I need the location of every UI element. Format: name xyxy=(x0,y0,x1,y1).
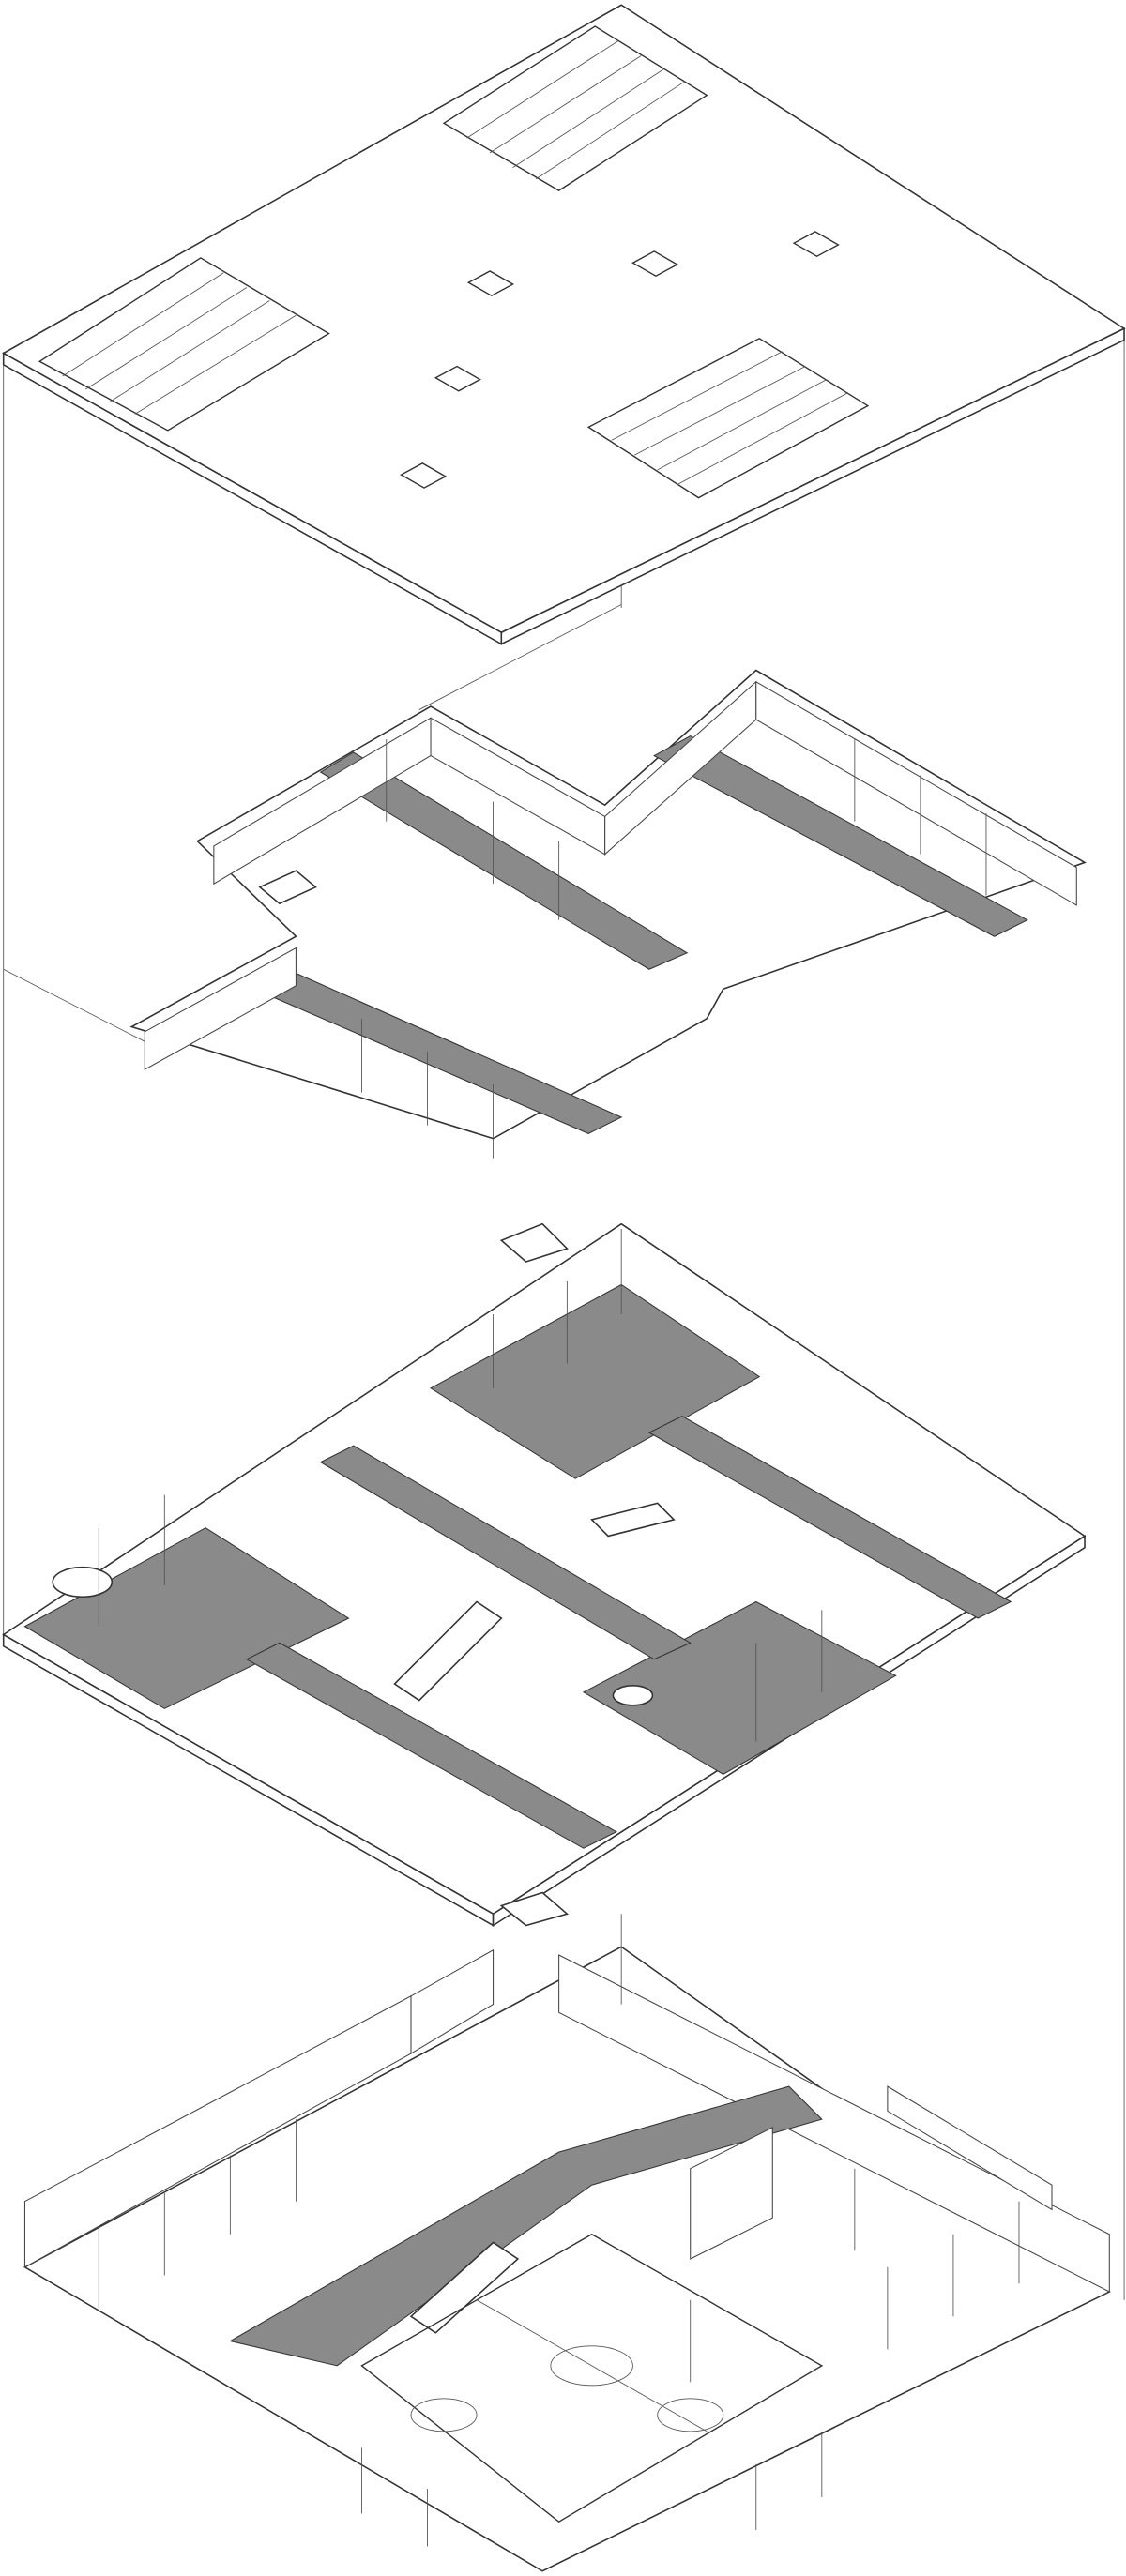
stair xyxy=(499,1222,569,1263)
sports-court xyxy=(360,2233,824,2523)
ground-floor-level xyxy=(23,1914,1111,2572)
round-table xyxy=(52,1566,114,1599)
skylight-array xyxy=(38,25,870,499)
ground-circulation xyxy=(228,2085,823,2367)
upper-floor-level xyxy=(129,669,1087,1263)
first-floor-level xyxy=(2,1222,1087,1927)
upper-corridor-2 xyxy=(653,735,1028,937)
stair xyxy=(499,1891,570,1927)
round-table xyxy=(612,1685,654,1706)
first-corridor-2 xyxy=(245,1642,618,1849)
roof-level xyxy=(2,4,1126,645)
central-stair xyxy=(393,1600,503,1702)
first-atrium-north xyxy=(429,1283,761,1479)
first-atrium-west xyxy=(23,1527,350,1709)
ground-stair xyxy=(409,2241,520,2334)
upper-corridor-1 xyxy=(319,751,689,970)
first-atrium-south xyxy=(582,1600,897,1775)
first-corridor-1 xyxy=(319,1445,692,1660)
first-corridor-3 xyxy=(647,1416,1012,1619)
roof-openings xyxy=(400,231,840,489)
